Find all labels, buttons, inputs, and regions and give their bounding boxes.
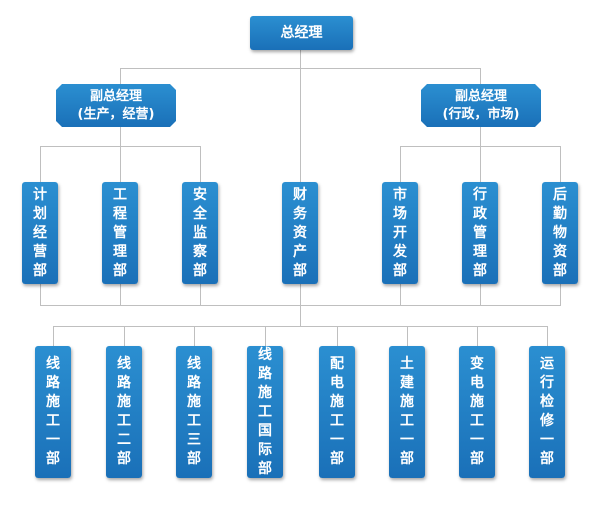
department-label: 计划经营部 [33,186,47,279]
deputy-production-scope: (生产，经营) [77,106,155,122]
department-box-planning: 计划经营部 [22,182,58,284]
deputy-admin-title: 副总经理 [454,88,507,104]
division-label: 线路施工国际部 [258,346,272,477]
division-box-line-2: 线路施工二部 [106,346,142,478]
division-box-line-international: 线路施工国际部 [247,346,283,478]
general-manager-box: 总经理 [250,16,353,50]
deputy-admin-scope: (行政，市场) [442,106,520,122]
department-label: 财务资产部 [293,186,307,279]
division-box-distribution-1: 配电施工一部 [319,346,355,478]
general-manager-label: 总经理 [280,25,323,41]
department-box-administration: 行政管理部 [462,182,498,284]
division-label: 线路施工一部 [46,356,60,467]
division-box-line-1: 线路施工一部 [35,346,71,478]
division-box-substation-1: 变电施工一部 [459,346,495,478]
division-label: 线路施工二部 [117,356,131,467]
department-box-engineering: 工程管理部 [102,182,138,284]
deputy-admin-box: 副总经理 (行政，市场) [421,84,541,127]
department-box-market: 市场开发部 [382,182,418,284]
division-box-line-3: 线路施工三部 [176,346,212,478]
department-label: 后勤物资部 [553,186,567,279]
department-box-logistics: 后勤物资部 [542,182,578,284]
department-box-safety: 安全监察部 [182,182,218,284]
deputy-production-box: 副总经理 (生产，经营) [56,84,176,127]
division-label: 运行检修一部 [540,356,554,467]
division-label: 线路施工三部 [187,356,201,467]
division-box-civil-1: 土建施工一部 [389,346,425,478]
division-label: 配电施工一部 [330,356,344,467]
department-label: 安全监察部 [193,186,207,279]
department-label: 行政管理部 [473,186,487,279]
division-box-operation-1: 运行检修一部 [529,346,565,478]
division-label: 变电施工一部 [470,356,484,467]
department-label: 工程管理部 [113,186,127,279]
department-box-finance: 财务资产部 [282,182,318,284]
deputy-production-title: 副总经理 [89,88,142,104]
department-label: 市场开发部 [393,186,407,279]
division-label: 土建施工一部 [400,356,414,467]
